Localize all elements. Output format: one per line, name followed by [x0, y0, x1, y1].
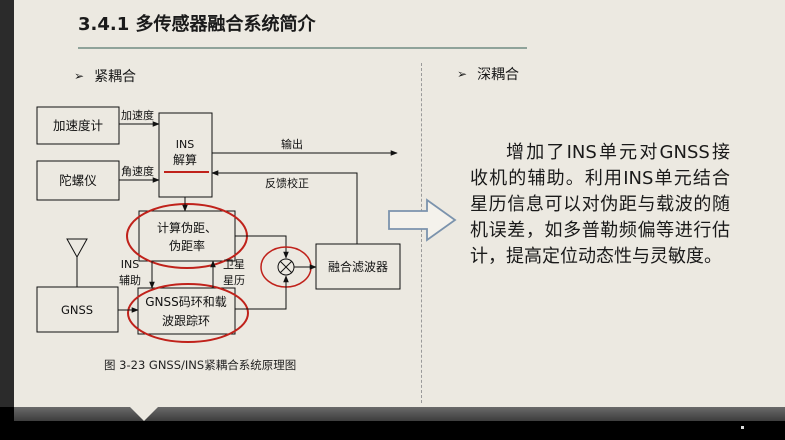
ephemeris-line2: 星历 [223, 274, 245, 287]
tracking-loop-line1: GNSS码环和载 [145, 295, 227, 309]
pseudorange-calc-line2: 伪距率 [169, 238, 205, 253]
slide-indicator-dot [741, 426, 744, 429]
feedback-label: 反馈校正 [265, 176, 309, 190]
acc-label: 加速度 [121, 108, 154, 122]
ephemeris-line1: 卫星 [223, 258, 245, 271]
ang-label: 角速度 [121, 164, 154, 178]
accelerometer-box [36, 106, 120, 145]
slide-title: 3.4.1 多传感器融合系统简介 [78, 14, 316, 35]
gnss-label: GNSS [61, 303, 93, 317]
ins-aiding-line1: INS [121, 258, 139, 271]
right-heading: 深耦合 [477, 67, 520, 83]
title-underline [78, 47, 527, 49]
accelerometer-label: 加速度计 [53, 118, 103, 133]
pseudorange-calc-line1: 计算伪距、 [157, 220, 217, 235]
feedback-arrow [211, 170, 358, 244]
fusion-filter-label: 融合滤波器 [328, 259, 388, 274]
bottom-band-notch [130, 407, 158, 421]
tracking-loop-line2: 波跟踪环 [162, 314, 210, 328]
ins-solution-line1: INS [176, 138, 194, 151]
figure-caption: 图 3-23 GNSS/INS紧耦合系统原理图 [104, 358, 297, 372]
left-strip [0, 0, 14, 407]
bullet-arrow-icon: ➢ [74, 69, 85, 83]
gyroscope-label: 陀螺仪 [59, 173, 97, 188]
pseudorange-calc-box [138, 210, 236, 262]
left-bullet: ➢ 紧耦合 [74, 66, 136, 86]
slide-background [14, 0, 785, 407]
output-label: 输出 [281, 137, 303, 151]
bottom-band [14, 407, 785, 421]
calc-to-summer-arrow [235, 235, 289, 259]
tracking-to-summer-arrow [235, 275, 289, 310]
right-bullet: ➢ 深耦合 [457, 64, 519, 84]
bullet-arrow-icon: ➢ [457, 67, 468, 81]
left-heading: 紧耦合 [94, 69, 137, 85]
ins-solution-line2: 解算 [173, 152, 197, 167]
column-divider [421, 63, 422, 403]
tracking-loop-highlight-ellipse [127, 283, 249, 343]
transition-arrow-icon [388, 198, 457, 242]
ins-aiding-line2: 辅助 [119, 273, 141, 287]
deep-coupling-description: 增加了INS单元对GNSS接收机的辅助。利用INS单元结合星历信息可以对伪距与载… [470, 142, 730, 267]
antenna-icon [66, 238, 88, 259]
